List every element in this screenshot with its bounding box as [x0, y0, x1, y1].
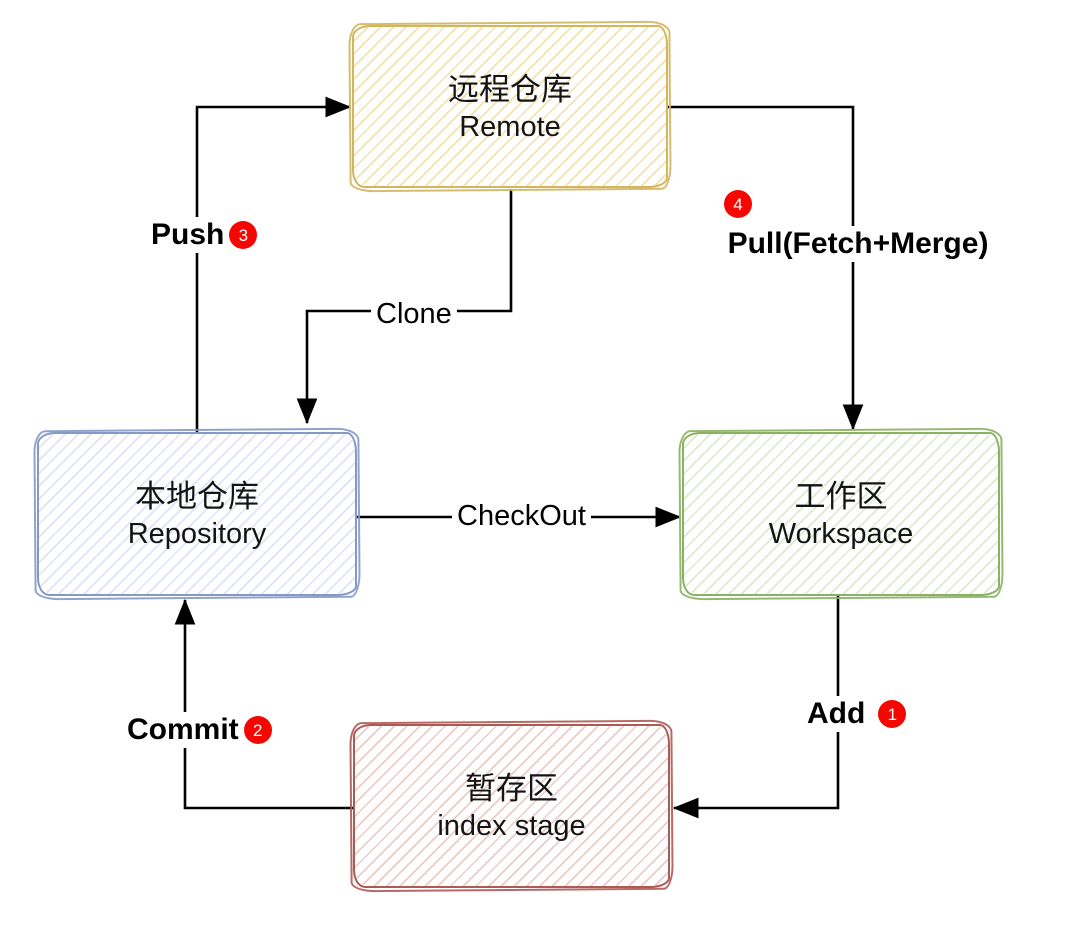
workspace-title-en: Workspace [768, 518, 914, 550]
index-stage-title-en: index stage [437, 810, 586, 842]
add-label-text: Add [807, 697, 866, 730]
node-remote: 远程仓库 Remote [352, 25, 668, 188]
push-step-badge: 3 [229, 221, 258, 249]
repository-title-zh: 本地仓库 [135, 479, 259, 514]
commit-step-badge: 2 [243, 716, 272, 744]
index-stage-box-fill [355, 726, 668, 886]
commit-arrow [174, 598, 353, 810]
commit-label: Commit 2 [122, 712, 277, 748]
pull-label: Pull(Fetch+Merge) [677, 226, 1039, 262]
workspace-box-border [682, 432, 1000, 596]
clone-label: Clone [371, 297, 457, 332]
index-stage-box-border [353, 724, 670, 888]
workspace-box-fill [684, 434, 998, 594]
repository-box-fill [39, 434, 355, 594]
node-repository: 本地仓库 Repository [37, 432, 357, 596]
add-arrow [672, 596, 840, 819]
repository-title-en: Repository [127, 518, 267, 550]
push-label-text: Push [151, 218, 225, 251]
remote-box-fill [354, 27, 666, 186]
node-workspace: 工作区 Workspace [682, 432, 1000, 596]
repository-box-border [37, 432, 357, 596]
push-label: Push 3 [146, 217, 263, 253]
commit-label-text: Commit [127, 713, 239, 746]
node-index-stage: 暂存区 index stage [353, 724, 670, 888]
checkout-label: CheckOut [452, 499, 591, 534]
index-stage-title-zh: 暂存区 [465, 771, 558, 806]
pull-label-text: Pull(Fetch+Merge) [727, 227, 989, 260]
pull-arrow [668, 105, 864, 431]
add-label: Add 1 [802, 696, 912, 732]
workspace-title-zh: 工作区 [794, 479, 888, 514]
clone-label-text: Clone [376, 298, 452, 330]
remote-title-zh: 远程仓库 [448, 71, 572, 107]
checkout-label-text: CheckOut [457, 500, 586, 532]
pull-step-badge: 4 [724, 190, 752, 218]
push-arrow [195, 96, 352, 432]
remote-box-border [352, 25, 668, 188]
remote-title-en: Remote [459, 110, 561, 143]
add-step-badge: 1 [878, 700, 907, 728]
